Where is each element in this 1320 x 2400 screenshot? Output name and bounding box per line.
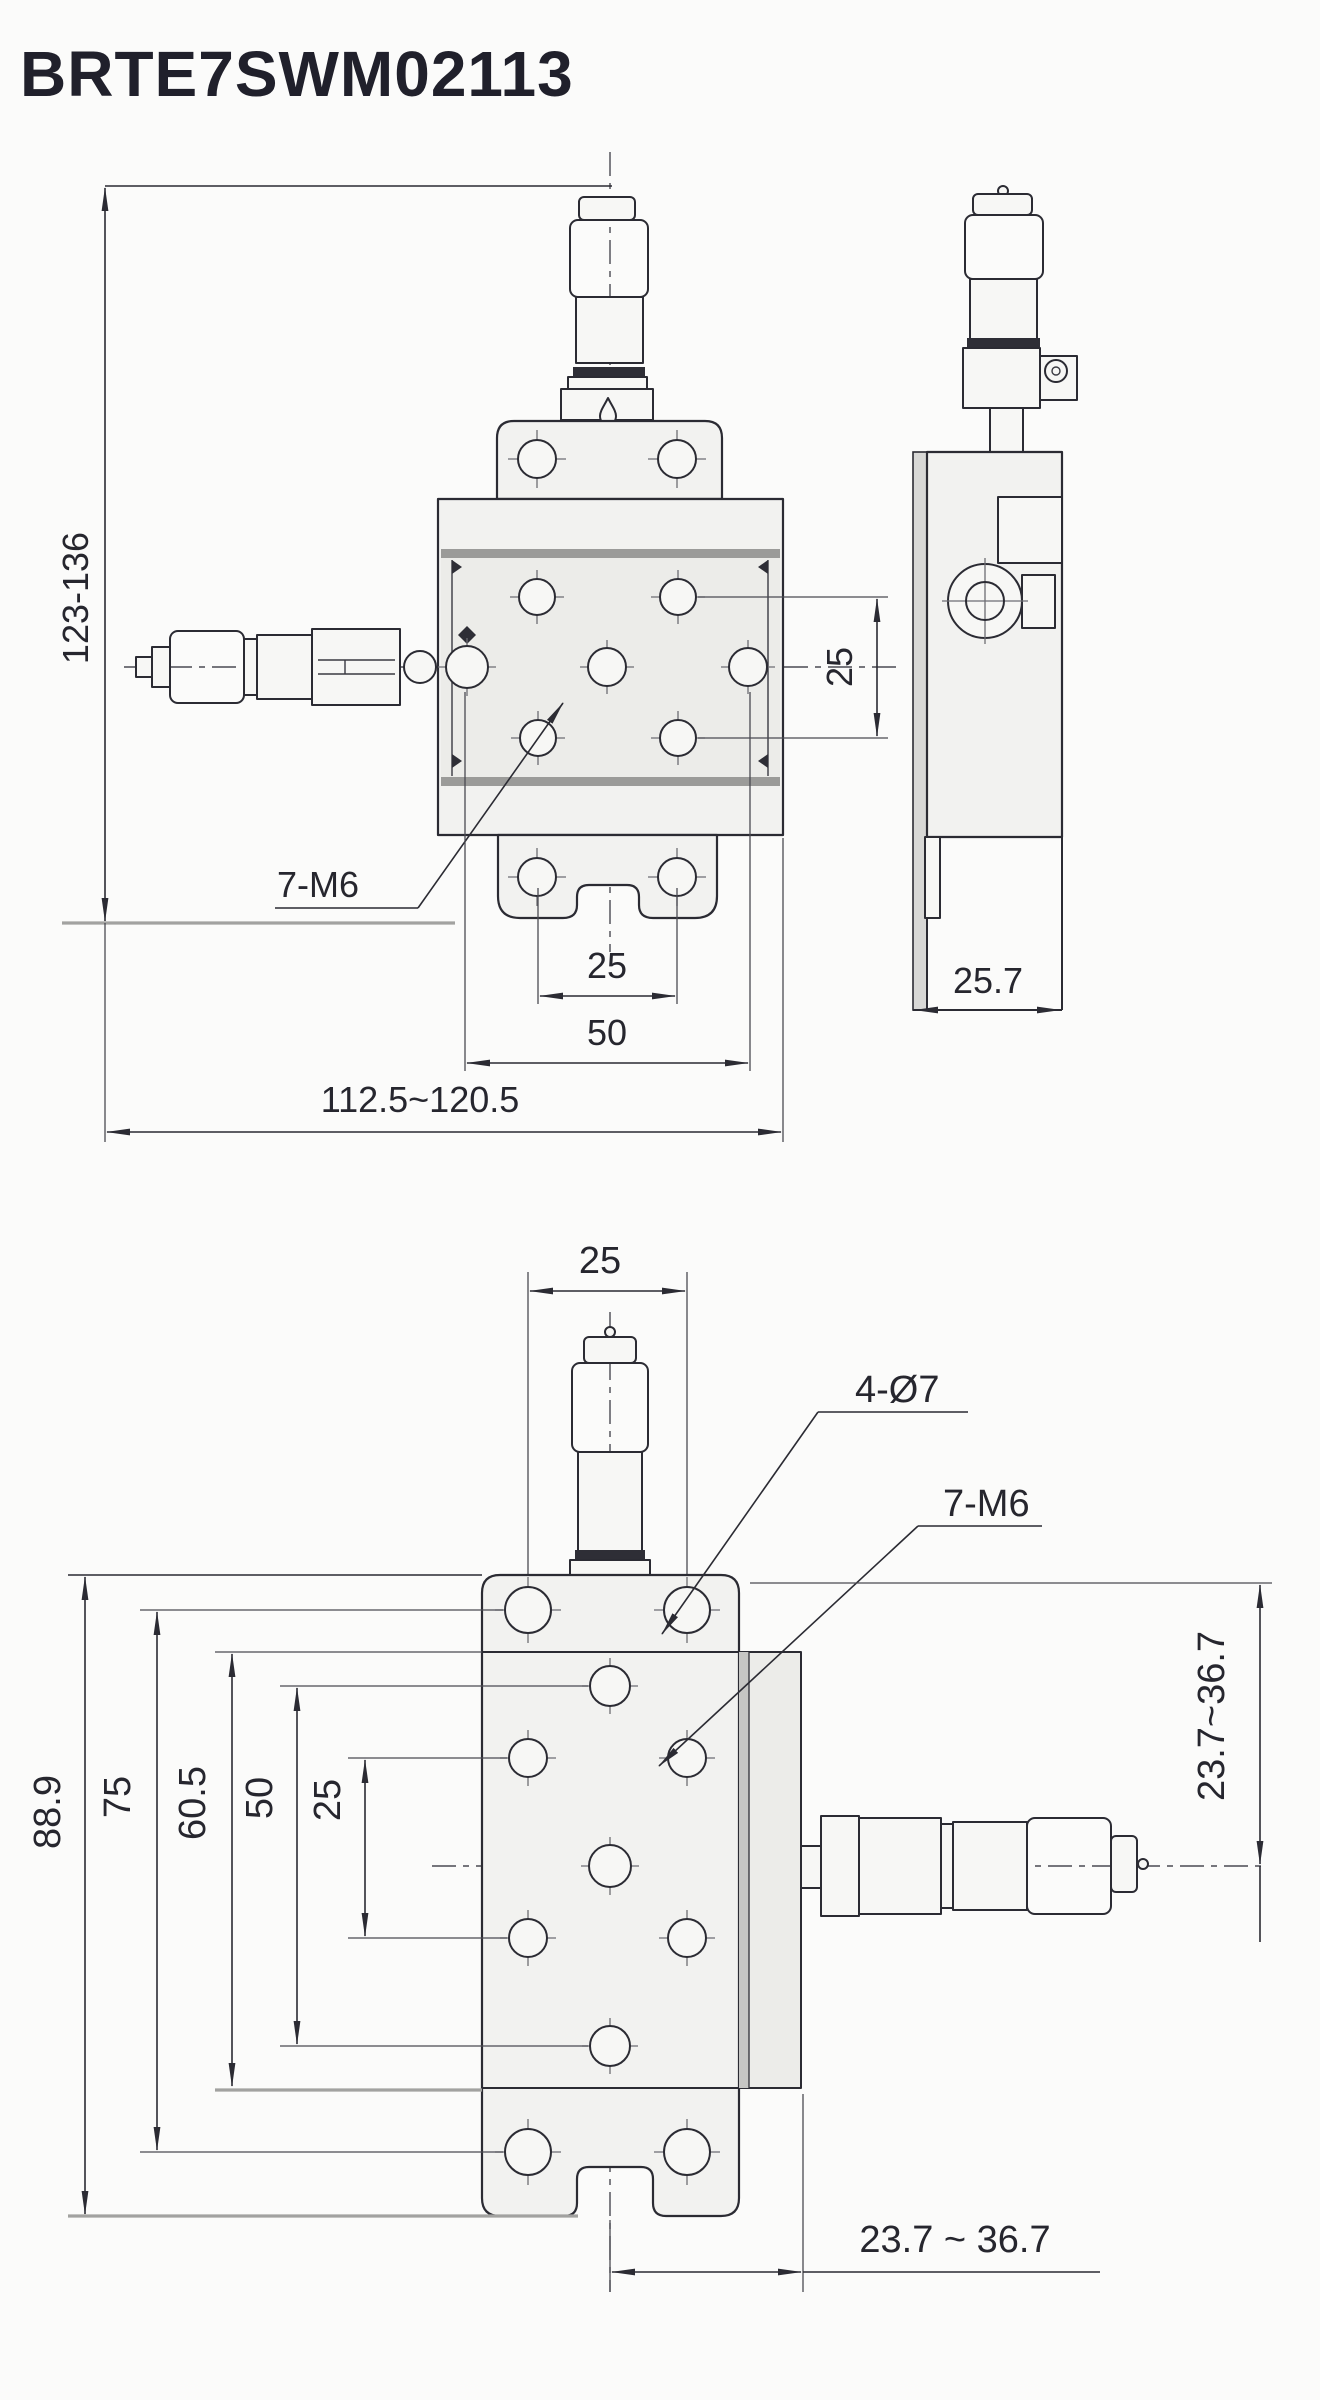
svg-text:7-M6: 7-M6 [943, 1483, 1030, 1525]
plan-thread-holes [500, 1658, 715, 2074]
top-tab [495, 419, 724, 501]
dim-height-range: 123-136 [55, 532, 96, 664]
dim-width-range: 112.5~120.5 [104, 838, 784, 1142]
svg-text:25: 25 [307, 1779, 349, 1821]
svg-text:112.5~120.5: 112.5~120.5 [321, 1079, 520, 1120]
dim-right-pitch: 25 [698, 596, 888, 739]
callout-thread-front: 7-M6 [275, 702, 564, 909]
side-micrometer-y [962, 185, 1078, 454]
knurled-knob [964, 214, 1044, 280]
index-diamond [458, 626, 476, 644]
callout-thread-label: 7-M6 [277, 864, 359, 905]
side-plate-edge [912, 451, 928, 1011]
front-micrometer-y [560, 196, 654, 425]
body-holes [438, 570, 775, 765]
bottom-tab-holes [508, 848, 706, 906]
svg-text:75: 75 [97, 1776, 139, 1818]
svg-text:60.5: 60.5 [172, 1766, 214, 1840]
plan-counterbore-holes [495, 1577, 720, 2185]
svg-text:4-Ø7: 4-Ø7 [855, 1369, 939, 1411]
side-clevis [942, 558, 1056, 644]
front-view: 123-136 [55, 152, 896, 1142]
dim-overall-height: 88.9 [27, 1574, 578, 2218]
plan-view: 25 [27, 1240, 1272, 2292]
svg-text:50: 50 [587, 1012, 627, 1053]
page-title: BRTE7SWM02113 [20, 38, 574, 110]
callout-counterbore: 4-Ø7 [661, 1369, 968, 1635]
svg-text:23.7 ~ 36.7: 23.7 ~ 36.7 [859, 2219, 1050, 2261]
svg-text:25: 25 [579, 1240, 621, 1282]
callout-thread-plan: 7-M6 [658, 1483, 1042, 1767]
svg-text:88.9: 88.9 [27, 1775, 69, 1849]
svg-text:25: 25 [819, 647, 860, 687]
dim-top-pitch: 25 [527, 1240, 688, 1592]
dim-tab-hole-pitch: 75 [97, 1609, 503, 2153]
bottom-tab [496, 833, 719, 920]
svg-text:50: 50 [239, 1777, 281, 1819]
dim-depth: 25.7 [914, 960, 1061, 1014]
svg-text:23.7~36.7: 23.7~36.7 [1191, 1631, 1233, 1801]
dim-center-span: 50 [239, 1685, 588, 2047]
dim-side-pitch: 25 [307, 1757, 507, 1939]
dim-hole-span: 50 [464, 692, 751, 1071]
dim-travel-side: 23.7~36.7 [750, 1582, 1272, 1942]
svg-text:25.7: 25.7 [953, 960, 1023, 1001]
plan-micrometer-y [569, 1326, 651, 1577]
dim-travel-bottom: 23.7 ~ 36.7 [609, 2094, 1100, 2292]
svg-text:25: 25 [587, 945, 627, 986]
dim-body-height: 60.5 [172, 1651, 482, 2092]
top-tab-holes [508, 430, 706, 488]
plan-micrometer-x [800, 1815, 1149, 1917]
dim-tab-pitch: 25 [537, 888, 678, 1004]
front-micrometer-x [135, 628, 437, 706]
side-view: 25.7 [912, 185, 1078, 1014]
knurled-knob [569, 219, 649, 298]
